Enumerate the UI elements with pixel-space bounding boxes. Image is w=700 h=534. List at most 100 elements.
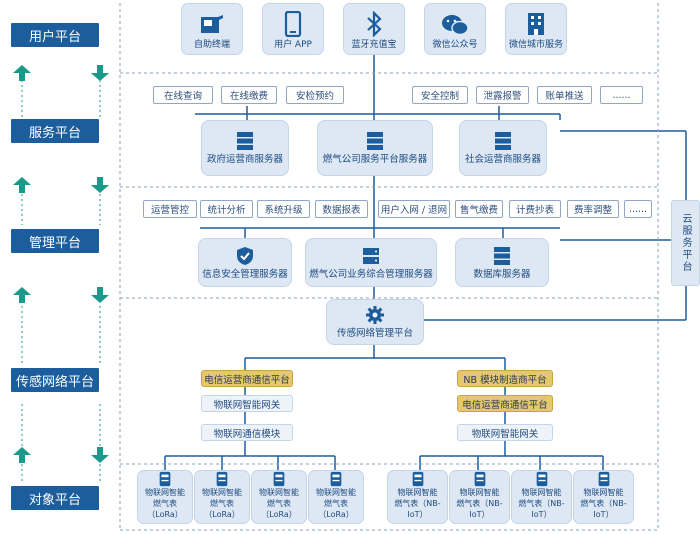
gas-meter-lora: 物联网智能 燃气表（LoRa） bbox=[194, 470, 250, 524]
arrow-up-icon bbox=[13, 287, 31, 303]
phone-icon bbox=[284, 11, 302, 37]
meter-line2: 燃气表（LoRa） bbox=[204, 499, 240, 519]
server-label: 燃气公司业务综合管理服务器 bbox=[309, 268, 433, 280]
iot-smart-gateway-nb: 物联网智能网关 bbox=[457, 424, 553, 441]
database-icon bbox=[494, 246, 510, 265]
meter-line1: 物联网智能 bbox=[259, 488, 299, 497]
server-label: 数据库服务器 bbox=[473, 268, 531, 280]
mgmt-chip-data-report: 数据报表 bbox=[315, 200, 368, 218]
gas-meter-lora: 物联网智能 燃气表（LoRa） bbox=[308, 470, 364, 524]
user-app-mobile: 用户 APP bbox=[262, 3, 324, 55]
gas-meter-icon bbox=[273, 471, 285, 487]
sensor-network-management-platform: 传感网络管理平台 bbox=[326, 299, 424, 345]
service-chip-leak-alarm: 泄露报警 bbox=[476, 86, 529, 104]
meter-line2: 燃气表（LoRa） bbox=[147, 499, 183, 519]
gas-meter-nb-iot: 物联网智能 燃气表（NB-IoT） bbox=[573, 470, 634, 524]
server-information-security: 信息安全管理服务器 bbox=[198, 238, 292, 287]
gas-meter-nb-iot: 物联网智能 燃气表（NB-IoT） bbox=[387, 470, 448, 524]
shield-icon bbox=[237, 246, 253, 265]
wechat-icon bbox=[442, 15, 469, 36]
bluetooth-icon bbox=[367, 11, 382, 37]
telecom-operator-platform-lora: 电信运营商通信平台 bbox=[201, 370, 293, 387]
gas-meter-icon bbox=[159, 471, 171, 487]
user-app-label: 蓝牙充值宝 bbox=[351, 40, 397, 50]
meter-line1: 物联网智能 bbox=[583, 488, 624, 497]
arrow-down-icon bbox=[91, 65, 109, 81]
server-label: 社会运营商服务器 bbox=[464, 154, 541, 165]
layer-label-object: 对象平台 bbox=[11, 486, 99, 510]
user-app-label: 微信城市服务 bbox=[508, 40, 563, 50]
cloud-service-platform: 云服务平台 bbox=[671, 200, 700, 286]
gas-meter-nb-iot: 物联网智能 燃气表（NB-IoT） bbox=[449, 470, 510, 524]
meter-line1: 物联网智能 bbox=[202, 488, 242, 497]
gas-meter-icon bbox=[598, 471, 609, 487]
service-chip-online-query: 在线查询 bbox=[153, 86, 213, 104]
sensor-platform-label: 传感网络管理平台 bbox=[336, 328, 413, 339]
layer-label-management: 管理平台 bbox=[11, 229, 99, 253]
server-icon bbox=[237, 132, 253, 150]
server-gas-company-business-management: 燃气公司业务综合管理服务器 bbox=[305, 238, 437, 287]
arrow-up-icon bbox=[13, 65, 31, 81]
server-government-operator: 政府运营商服务器 bbox=[201, 120, 289, 176]
service-chip-more: ...... bbox=[600, 86, 643, 104]
iot-smart-gateway-lora: 物联网智能网关 bbox=[201, 395, 293, 412]
mgmt-chip-statistics: 统计分析 bbox=[200, 200, 253, 218]
layer-label-service: 服务平台 bbox=[11, 119, 99, 143]
server-icon bbox=[367, 132, 383, 150]
user-app-label: 自助终端 bbox=[193, 40, 230, 50]
cloud-service-platform-label: 云服务平台 bbox=[680, 213, 691, 273]
user-app-wechat-city-service: 微信城市服务 bbox=[505, 3, 567, 55]
user-app-bluetooth-recharge: 蓝牙充值宝 bbox=[343, 3, 405, 55]
service-chip-safety-control: 安全控制 bbox=[412, 86, 468, 104]
mgmt-chip-gas-sales: 售气缴费 bbox=[455, 200, 503, 218]
meter-line2: 燃气表（NB-IoT） bbox=[580, 499, 627, 519]
telecom-operator-platform-nb: 电信运营商通信平台 bbox=[457, 395, 553, 412]
meter-line1: 物联网智能 bbox=[397, 488, 438, 497]
arrow-down-icon bbox=[91, 177, 109, 193]
server-gas-company-service-platform: 燃气公司服务平台服务器 bbox=[317, 120, 433, 176]
server-database: 数据库服务器 bbox=[455, 238, 549, 287]
user-app-label: 用户 APP bbox=[274, 40, 312, 50]
user-app-self-service-terminal: 自助终端 bbox=[181, 3, 243, 55]
gear-icon bbox=[366, 306, 384, 324]
user-app-label: 微信公众号 bbox=[432, 40, 478, 50]
mgmt-chip-rate-adjustment: 费率调整 bbox=[567, 200, 619, 218]
meter-line1: 物联网智能 bbox=[145, 488, 185, 497]
mgmt-chip-operation-control: 运营管控 bbox=[143, 200, 197, 218]
arrow-down-icon bbox=[91, 287, 109, 303]
gas-meter-icon bbox=[330, 471, 342, 487]
gas-meter-nb-iot: 物联网智能 燃气表（NB-IoT） bbox=[511, 470, 572, 524]
server-icon bbox=[363, 247, 379, 264]
server-label: 政府运营商服务器 bbox=[206, 154, 283, 165]
meter-line2: 燃气表（NB-IoT） bbox=[518, 499, 565, 519]
iot-communication-module: 物联网通信模块 bbox=[201, 424, 293, 441]
meter-line1: 物联网智能 bbox=[521, 488, 562, 497]
mgmt-chip-user-onboarding: 用户入网 / 退网 bbox=[378, 200, 450, 218]
mgmt-chip-more: ...... bbox=[624, 200, 652, 218]
service-chip-inspection-booking: 安检预约 bbox=[286, 86, 344, 104]
gas-meter-icon bbox=[474, 471, 485, 487]
building-icon bbox=[528, 13, 544, 35]
gas-meter-lora: 物联网智能 燃气表（LoRa） bbox=[251, 470, 307, 524]
arrow-up-icon bbox=[13, 177, 31, 193]
nb-module-manufacturer-platform: NB 模块制造商平台 bbox=[457, 370, 553, 387]
server-social-operator: 社会运营商服务器 bbox=[459, 120, 547, 176]
mgmt-chip-system-upgrade: 系统升级 bbox=[257, 200, 310, 218]
user-app-wechat-official: 微信公众号 bbox=[424, 3, 486, 55]
gas-meter-icon bbox=[216, 471, 228, 487]
arrow-up-icon bbox=[13, 447, 31, 463]
arrow-down-icon bbox=[91, 447, 109, 463]
meter-line1: 物联网智能 bbox=[459, 488, 500, 497]
mgmt-chip-metering: 计费抄表 bbox=[509, 200, 561, 218]
server-icon bbox=[495, 132, 511, 150]
meter-line2: 燃气表（LoRa） bbox=[318, 499, 354, 519]
gas-meter-lora: 物联网智能 燃气表（LoRa） bbox=[137, 470, 193, 524]
terminal-icon bbox=[201, 15, 223, 33]
layer-label-user: 用户平台 bbox=[11, 23, 99, 47]
layer-label-sensor-network: 传感网络平台 bbox=[11, 368, 99, 392]
gas-meter-icon bbox=[412, 471, 423, 487]
gas-meter-icon bbox=[536, 471, 547, 487]
meter-line2: 燃气表（NB-IoT） bbox=[394, 499, 441, 519]
server-label: 信息安全管理服务器 bbox=[202, 268, 288, 280]
